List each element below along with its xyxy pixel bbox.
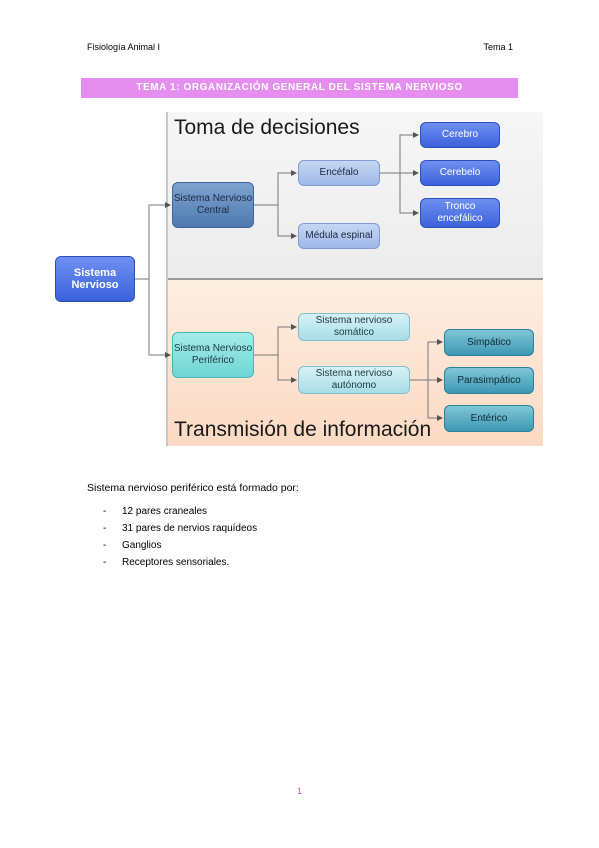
list-bullet: - [103,540,107,551]
list-item-text: 31 pares de nervios raquídeos [122,523,258,534]
list-item: - 31 pares de nervios raquídeos [103,523,257,540]
header-course: Fisiología Animal I [87,42,161,52]
link-root-peripheral [148,279,171,358]
nervous-system-diagram: Toma de decisiones Transmisión de inform… [53,108,543,448]
node-enterico: Entérico [444,405,534,432]
component-list: - 12 pares craneales - 31 pares de nervios… [103,506,257,574]
header-topic: Tema 1 [483,42,513,52]
link-autonomo-enterico [427,380,443,421]
list-item-text: 12 pares craneales [122,506,208,517]
node-medula: Médula espinal [298,223,380,249]
link-autonomo-simpatico [410,339,443,381]
list-item: - Ganglios [103,540,257,557]
link-central-medula [277,205,297,239]
list-item: - Receptores sensoriales. [103,557,257,574]
node-tronco: Tronco encefálico [420,198,500,228]
list-bullet: - [103,506,107,517]
zone-divider [167,278,543,280]
list-item-text: Receptores sensoriales. [122,557,230,568]
node-encefalo: Encéfalo [298,160,380,186]
node-sistema-nervioso: Sistema Nervioso [55,256,135,302]
link-root-central [135,202,171,280]
zone-decision-label: Toma de decisiones [174,116,360,139]
list-item-text: Ganglios [122,540,162,551]
node-cerebelo: Cerebelo [420,160,500,186]
node-cerebro: Cerebro [420,122,500,148]
link-encefalo-tronco [399,173,419,216]
connector-lines [135,132,443,421]
node-central: Sistema Nervioso Central [172,182,254,228]
node-parasimpatico: Parasimpático [444,367,534,394]
zone-left-border [166,112,168,446]
node-autonomo: Sistema nervioso autónomo [298,366,410,394]
intro-text: Sistema nervioso periférico está formado… [87,482,299,494]
zone-transmission-label: Transmisión de información [174,418,432,441]
node-somatico: Sistema nervioso somático [298,313,410,341]
link-encefalo-cerebro [380,132,419,174]
list-item: - 12 pares craneales [103,506,257,523]
link-peripheral-autonomo [277,355,297,383]
node-simpatico: Simpático [444,329,534,356]
page-number: 1 [296,786,302,796]
list-bullet: - [103,557,107,568]
link-peripheral-somatico [254,324,297,356]
list-bullet: - [103,523,107,534]
node-periferico: Sistema Nervioso Periférico [172,332,254,378]
link-central-encefalo [254,170,297,206]
page-title: TEMA 1: ORGANIZACIÓN GENERAL DEL SISTEMA… [81,78,518,98]
